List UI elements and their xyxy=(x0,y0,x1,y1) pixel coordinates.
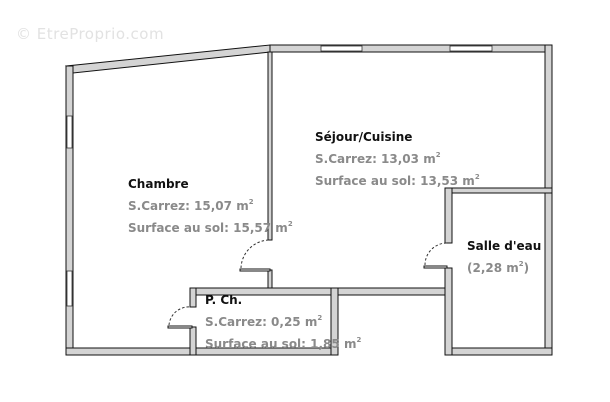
sol-value: Surface au sol: 15,57 xyxy=(128,221,272,235)
wall-sde-left xyxy=(444,187,453,244)
unit: m xyxy=(462,174,475,188)
room-name: P. Ch. xyxy=(205,293,243,307)
room-name: Salle d'eau xyxy=(467,239,542,253)
wall-pch-left xyxy=(189,287,197,308)
wall-pch-right xyxy=(330,287,339,356)
unit: m xyxy=(275,221,288,235)
area-value: (2,28 xyxy=(467,261,503,275)
unit: m xyxy=(343,337,357,351)
carrez-value: S.Carrez: 15,07 xyxy=(128,199,232,213)
room-name: Séjour/Cuisine xyxy=(315,130,413,144)
room-area: (2,28 m2) xyxy=(467,260,530,275)
sol-value: Surface au sol: 13,53 xyxy=(315,174,459,188)
door-swing-sde xyxy=(424,242,448,266)
window-left-1 xyxy=(66,115,73,149)
wall-chambre-sejour xyxy=(267,51,273,241)
watermark: © EtreProprio.com xyxy=(16,25,165,43)
wall-right xyxy=(544,44,553,356)
door-swing-chambre xyxy=(240,239,271,269)
wall-top xyxy=(269,44,553,53)
unit: m xyxy=(423,152,436,166)
room-sol: Surface au sol: 13,53 m2 xyxy=(315,173,480,188)
room-carrez: S.Carrez: 0,25 m2 xyxy=(205,314,323,329)
room-label-chambre: Chambre S.Carrez: 15,07 m2 Surface au so… xyxy=(128,175,293,237)
unit: m xyxy=(506,261,519,275)
room-carrez: S.Carrez: 15,07 m2 xyxy=(128,198,254,213)
room-label-pch: P. Ch. S.Carrez: 0,25 m2 Surface au sol:… xyxy=(205,291,361,353)
room-label-sejour: Séjour/Cuisine S.Carrez: 13,03 m2 Surfac… xyxy=(315,128,480,190)
wall-bottom-right xyxy=(444,347,553,356)
wall-left xyxy=(65,65,74,356)
wall-top-slanted xyxy=(64,44,271,74)
carrez-value: S.Carrez: 0,25 xyxy=(205,315,301,329)
door-pch xyxy=(167,325,193,329)
unit: m xyxy=(304,315,318,329)
wall-sde-left-lower xyxy=(444,267,453,356)
room-carrez: S.Carrez: 13,03 m2 xyxy=(315,151,441,166)
area-close: ) xyxy=(523,261,530,275)
window-top-1 xyxy=(320,45,363,52)
room-sol: Surface au sol: 15,57 m2 xyxy=(128,220,293,235)
wall-pch-left-lower xyxy=(189,326,197,356)
door-swing-pch xyxy=(168,306,192,326)
sol-value: Surface au sol: 1,85 xyxy=(205,337,340,351)
door-chambre xyxy=(239,268,271,272)
room-label-salle-deau: Salle d'eau (2,28 m2) xyxy=(467,237,541,277)
door-sde xyxy=(423,265,448,269)
room-name: Chambre xyxy=(128,177,189,191)
unit: m xyxy=(236,199,249,213)
room-sol: Surface au sol: 1,85 m2 xyxy=(205,336,362,351)
carrez-value: S.Carrez: 13,03 xyxy=(315,152,419,166)
window-top-2 xyxy=(449,45,493,52)
wall-chambre-sejour-lower xyxy=(267,269,273,291)
window-left-2 xyxy=(66,270,73,307)
